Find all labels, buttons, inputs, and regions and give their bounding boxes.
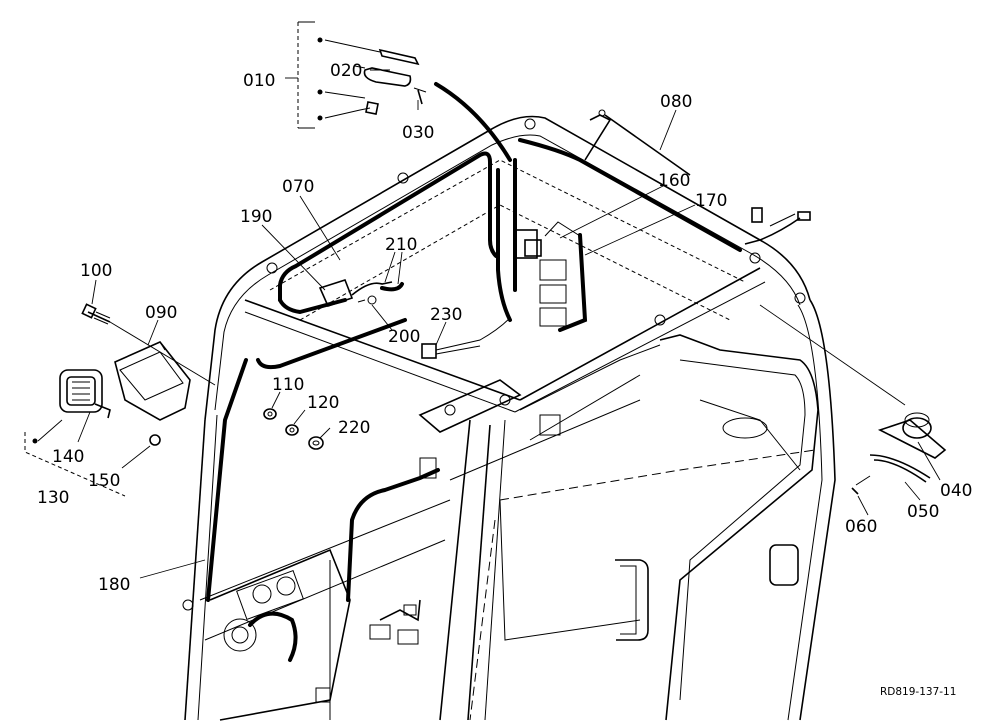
- part-number-labels: 010 020 030 080 160 170 070 190 210 200 …: [37, 61, 972, 698]
- label-030: 030: [402, 123, 434, 143]
- label-130: 130: [37, 488, 69, 508]
- label-220: 220: [338, 418, 370, 438]
- leader-lines: [77, 69, 941, 579]
- part-090-bracket: [114, 341, 191, 421]
- part-040-050-060-speaker: [759, 304, 947, 495]
- label-040: 040: [940, 481, 972, 501]
- part-160-170-relays: [514, 221, 581, 327]
- diagram-reference-code: RD819-137-11: [880, 686, 956, 698]
- part-group-130: [24, 419, 126, 497]
- label-210: 210: [385, 235, 417, 255]
- part-140-work-lamp: [59, 369, 111, 419]
- label-060: 060: [845, 517, 877, 537]
- parts-110-120-220-washers: [263, 408, 324, 450]
- label-180: 180: [98, 575, 130, 595]
- connector-top-right: [744, 207, 811, 245]
- label-150: 150: [88, 471, 120, 491]
- part-080-antenna-wire: [598, 109, 691, 176]
- label-140: 140: [52, 447, 84, 467]
- part-230-connector: [421, 317, 511, 359]
- label-110: 110: [272, 375, 304, 395]
- label-190: 190: [240, 207, 272, 227]
- label-050: 050: [907, 502, 939, 522]
- label-080: 080: [660, 92, 692, 112]
- part-100-bolt: [81, 303, 216, 386]
- wiring-harnesses: [206, 82, 742, 662]
- label-170: 170: [695, 191, 727, 211]
- cab-frame: [182, 115, 836, 721]
- part-150-nut: [149, 434, 161, 446]
- part-group-010: [297, 21, 427, 129]
- label-200: 200: [388, 327, 420, 347]
- label-070: 070: [282, 177, 314, 197]
- label-020: 020: [330, 61, 362, 81]
- label-120: 120: [307, 393, 339, 413]
- label-100: 100: [80, 261, 112, 281]
- label-230: 230: [430, 305, 462, 325]
- part-190-200-210-switch: [318, 279, 404, 307]
- label-010: 010: [243, 71, 275, 91]
- label-160: 160: [658, 171, 690, 191]
- label-090: 090: [145, 303, 177, 323]
